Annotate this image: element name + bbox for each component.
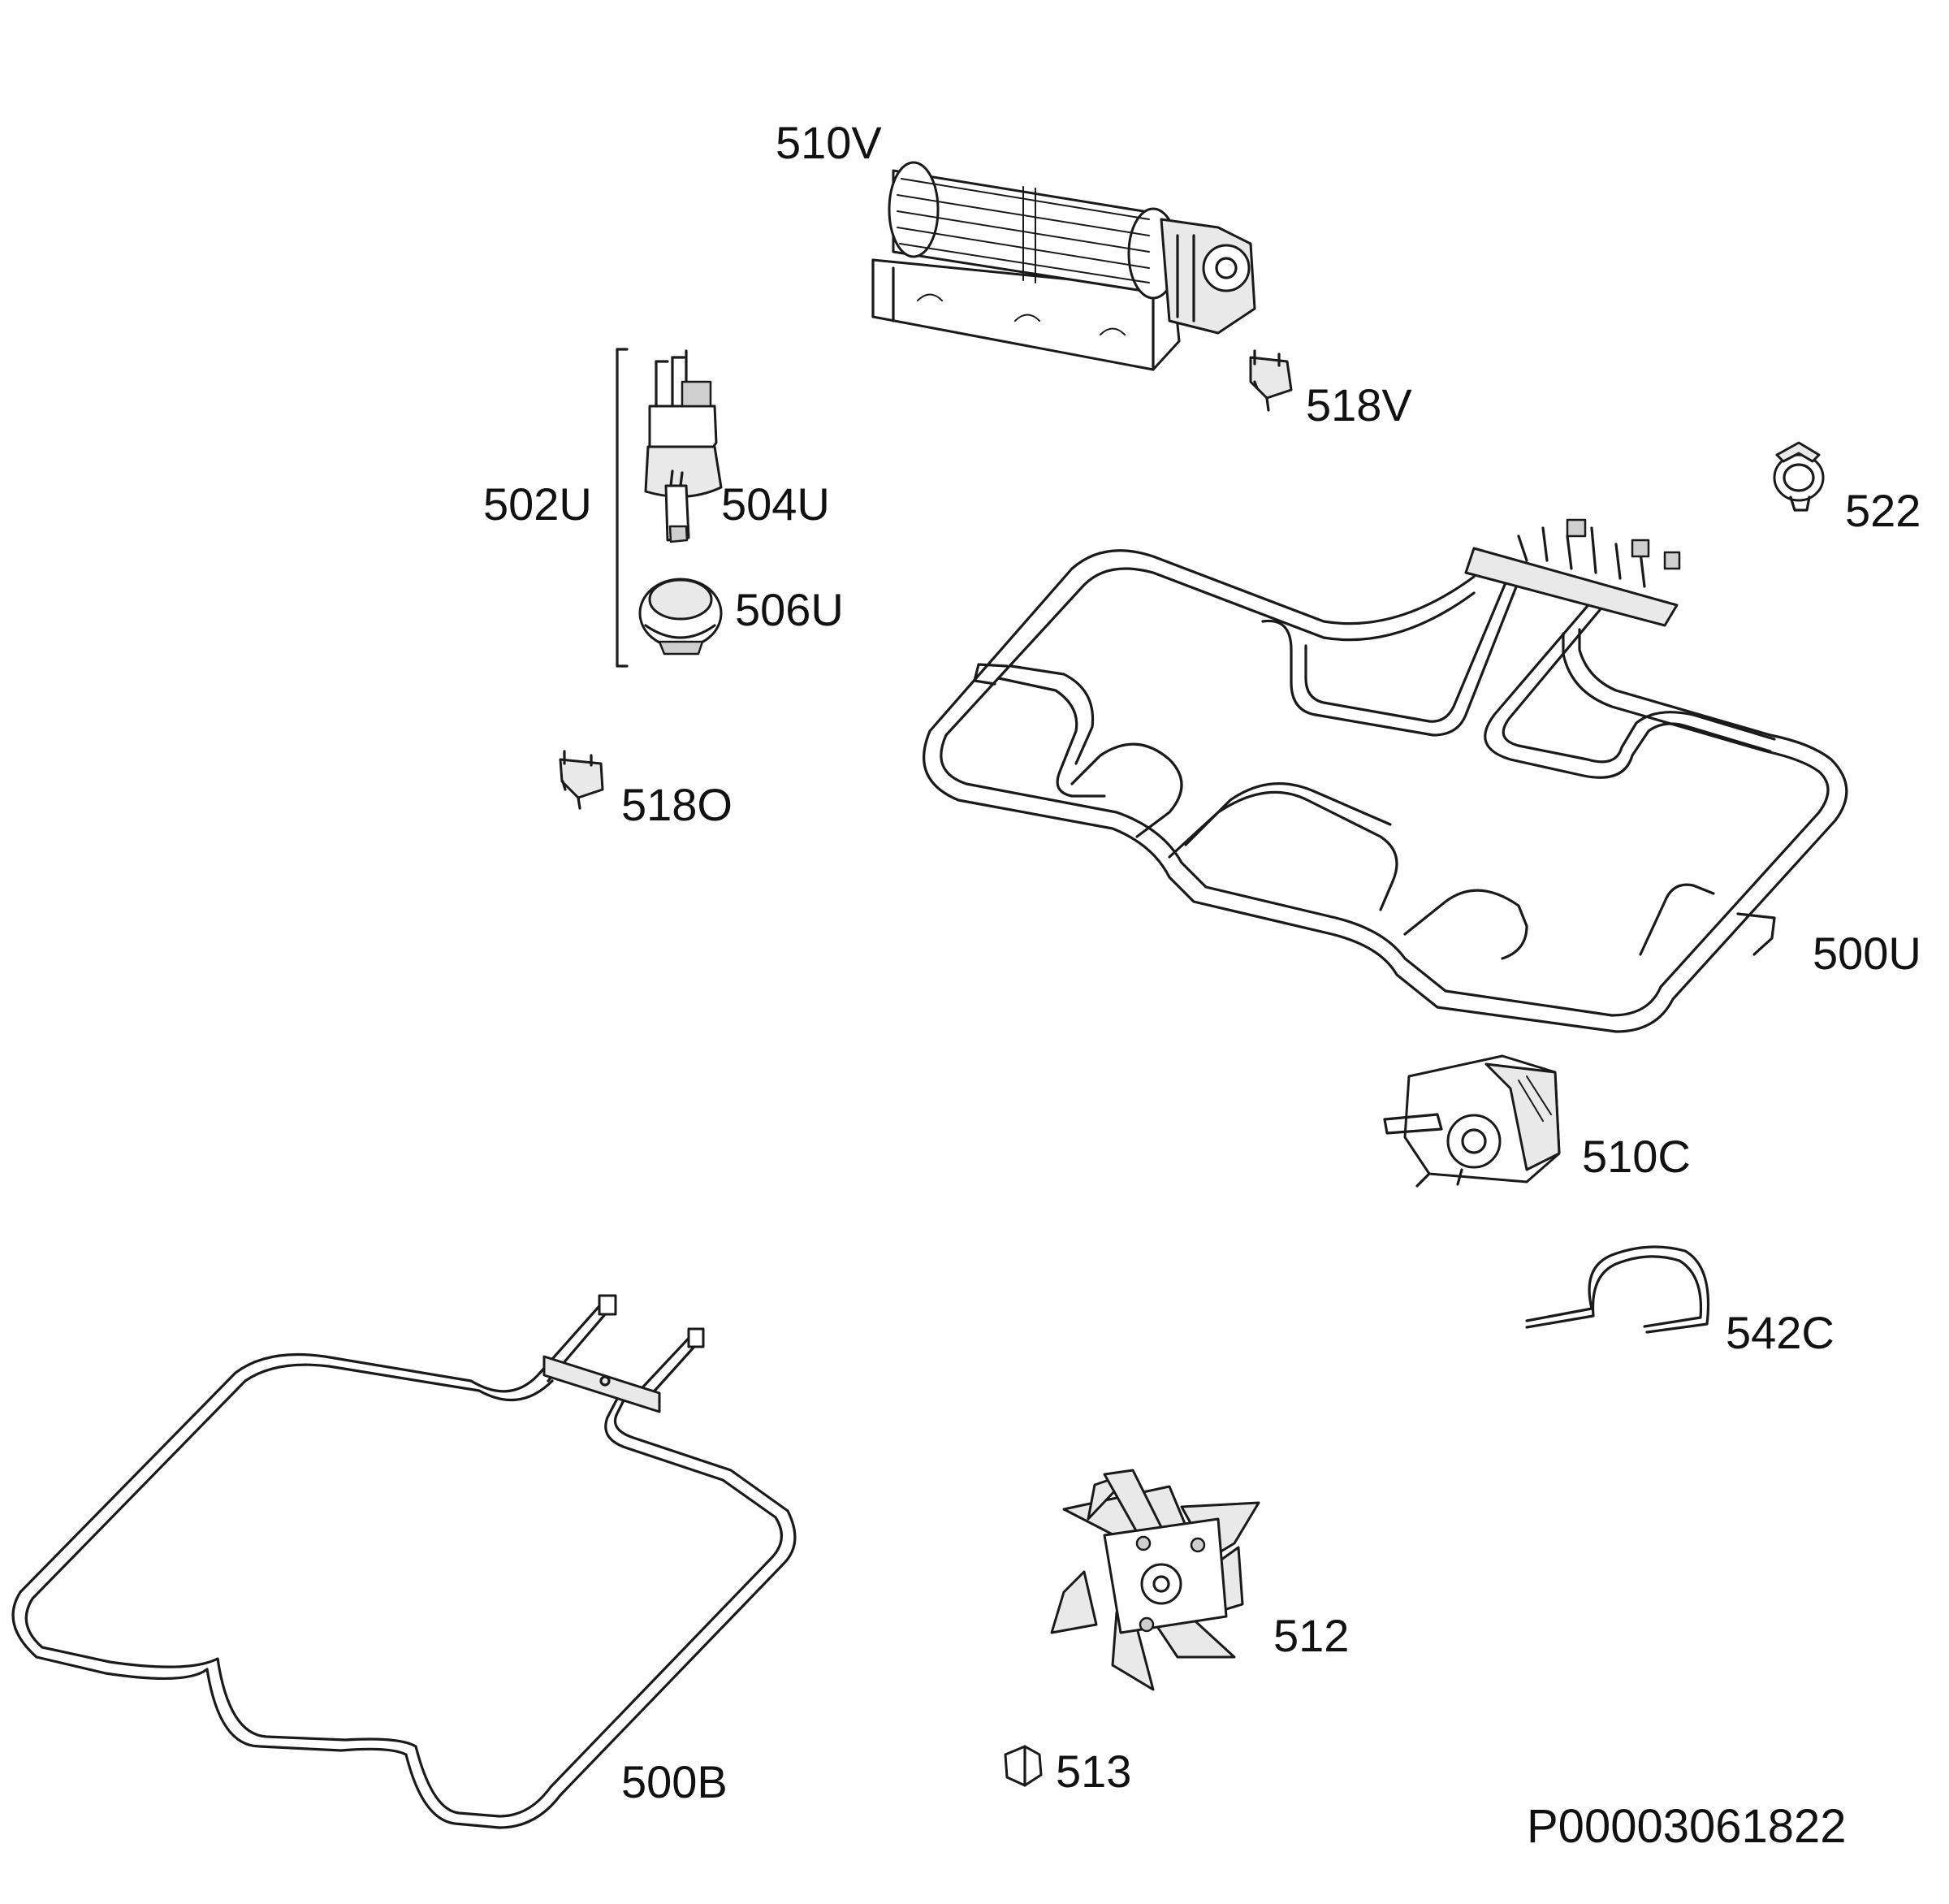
top-grill-element-drawing: [923, 518, 1848, 1033]
bottom-element-drawing: [11, 1294, 797, 1829]
label-512: 512: [1273, 1610, 1349, 1661]
label-513: 513: [1056, 1746, 1131, 1797]
label-500B: 500B: [621, 1756, 728, 1807]
label-510C: 510C: [1582, 1131, 1691, 1182]
nut-drawing: [1004, 1745, 1043, 1787]
label-506U: 506U: [735, 584, 844, 635]
drawing-id: P00003061822: [1527, 1800, 1847, 1853]
tangential-fan-drawing: [871, 161, 1256, 371]
clip-518O-drawing: [559, 750, 604, 810]
lamp-cover-drawing: [638, 578, 723, 656]
label-510V: 510V: [776, 117, 882, 168]
group-bracket-502U: [616, 348, 629, 668]
fan-motor-drawing: [1383, 1054, 1561, 1188]
label-500U: 500U: [1813, 928, 1921, 979]
label-502U: 502U: [483, 478, 592, 530]
label-504U: 504U: [721, 478, 830, 530]
clamp-522-drawing: [1773, 441, 1825, 512]
lamp-holder-drawing: [644, 349, 723, 498]
label-518V: 518V: [1306, 379, 1412, 431]
clamp-ring-drawing: [1525, 1245, 1710, 1334]
label-522: 522: [1845, 485, 1921, 536]
fan-blade-drawing: [1050, 1469, 1260, 1691]
label-518O: 518O: [621, 779, 732, 830]
clip-518V-drawing: [1249, 349, 1293, 412]
lamp-bulb-drawing: [664, 470, 690, 543]
label-542C: 542C: [1726, 1307, 1834, 1358]
